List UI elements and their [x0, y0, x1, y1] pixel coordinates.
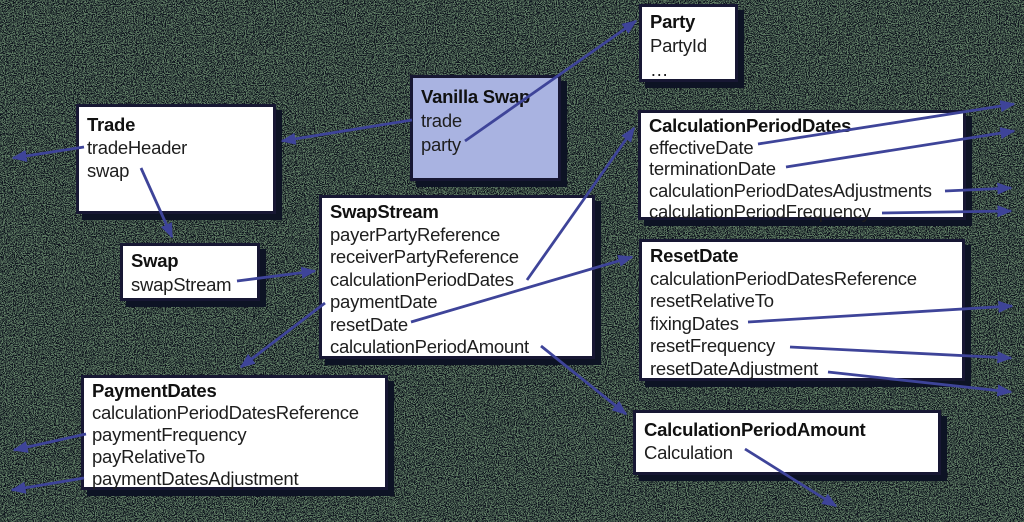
box-field-ellipsis: … [650, 59, 669, 80]
box-field: resetDate [330, 313, 408, 335]
class-box-vanilla-swap: Vanilla Swap trade party [410, 75, 561, 181]
box-title: CalculationPeriodAmount [644, 419, 866, 440]
box-title: Trade [87, 114, 136, 135]
box-field: paymentDatesAdjustment [92, 468, 299, 489]
box-title: SwapStream [330, 201, 439, 222]
box-field: swapStream [131, 274, 232, 295]
class-box-calculation-period-dates: CalculationPeriodDates effectiveDate ter… [638, 110, 966, 222]
box-field: calculationPeriodAmount [330, 336, 529, 357]
box-field: calculationPeriodDatesAdjustments [649, 179, 932, 201]
class-box-calculation-period-amount: CalculationPeriodAmount Calculation [633, 410, 941, 475]
box-field: resetRelativeTo [650, 290, 774, 311]
box-title: CalculationPeriodDates [649, 115, 852, 136]
box-field: calculationPeriodDates [330, 268, 514, 290]
box-field: trade [421, 110, 462, 131]
class-box-trade: Trade tradeHeader swap [76, 104, 276, 214]
class-box-party: Party PartyId … [639, 4, 738, 82]
class-box-swapstream: SwapStream payerPartyReference receiverP… [319, 195, 595, 359]
box-field: paymentFrequency [92, 424, 247, 445]
box-field: calculationPeriodDatesReference [650, 267, 917, 289]
box-field: swap [87, 160, 130, 181]
box-field: PartyId [650, 35, 707, 56]
box-field: party [421, 134, 461, 155]
box-title: Party [650, 11, 696, 32]
box-title: Swap [131, 250, 179, 271]
box-field: fixingDates [650, 312, 739, 334]
box-field: calculationPeriodFrequency [649, 201, 871, 222]
box-title: PaymentDates [92, 380, 217, 401]
box-field: calculationPeriodDatesReference [92, 402, 359, 423]
box-field: payRelativeTo [92, 446, 205, 467]
box-field: Calculation [644, 442, 733, 463]
box-field: effectiveDate [649, 136, 754, 158]
class-box-reset-date: ResetDate calculationPeriodDatesReferenc… [639, 239, 965, 381]
box-field: payerPartyReference [330, 223, 501, 245]
class-box-swap: Swap swapStream [120, 243, 260, 301]
box-title: Vanilla Swap [421, 86, 531, 107]
box-field: resetDateAdjustment [650, 357, 819, 379]
box-field: resetFrequency [650, 335, 776, 356]
box-field: receiverPartyReference [330, 246, 519, 267]
class-box-payment-dates: PaymentDates calculationPeriodDatesRefer… [81, 375, 388, 490]
box-field: terminationDate [649, 158, 776, 179]
box-field: tradeHeader [87, 137, 188, 158]
box-field: paymentDate [330, 291, 438, 312]
box-title: ResetDate [650, 245, 739, 266]
